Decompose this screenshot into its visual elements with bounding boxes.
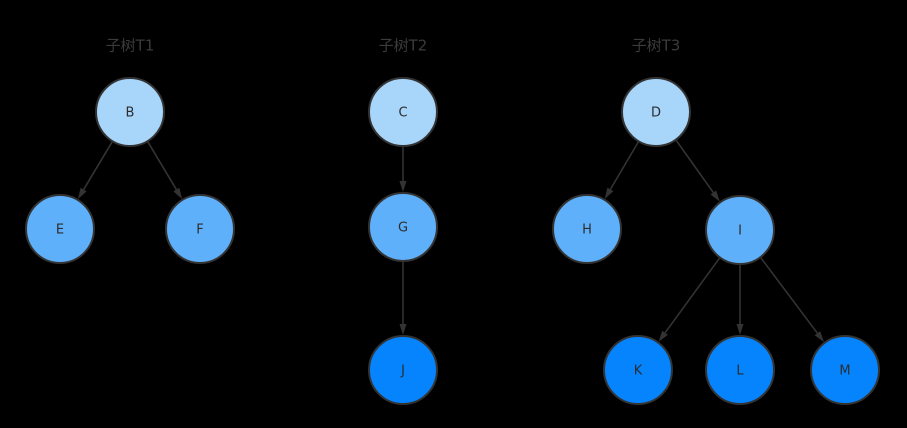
arrow-head-icon xyxy=(710,190,720,202)
arrow-head-icon xyxy=(399,181,407,192)
node-circle-M[interactable] xyxy=(810,335,880,405)
edge-T1-B-to-F xyxy=(147,141,183,199)
subtree-title-T2: 子树T2 xyxy=(379,37,428,55)
tree-node-M[interactable]: M xyxy=(810,335,880,405)
node-label-L: L xyxy=(736,364,744,379)
edge-T3-D-to-I xyxy=(675,140,720,202)
tree-node-D[interactable]: D xyxy=(621,77,691,147)
tree-node-G[interactable]: G xyxy=(368,192,438,262)
arrow-head-icon xyxy=(814,331,824,342)
node-circle-K[interactable] xyxy=(603,335,673,405)
node-circle-L[interactable] xyxy=(705,335,775,405)
node-circle-E[interactable] xyxy=(25,194,95,264)
node-label-E: E xyxy=(56,223,64,238)
arrow-head-icon xyxy=(604,187,614,199)
edge-line xyxy=(664,257,721,334)
node-circle-C[interactable] xyxy=(368,77,438,147)
edge-T3-D-to-H xyxy=(604,141,639,199)
node-label-J: J xyxy=(400,364,405,379)
arrow-head-icon xyxy=(77,187,87,199)
node-label-M: M xyxy=(839,364,850,379)
node-circle-G[interactable] xyxy=(368,192,438,262)
edge-layer-T3 xyxy=(604,140,824,342)
node-circle-B[interactable] xyxy=(95,77,165,147)
edge-T3-I-to-K xyxy=(658,257,721,342)
node-label-K: K xyxy=(634,364,643,379)
node-label-B: B xyxy=(126,106,135,121)
node-circle-F[interactable] xyxy=(165,194,235,264)
node-label-I: I xyxy=(738,224,742,239)
edge-T2-G-to-J xyxy=(399,262,407,335)
tree-node-E[interactable]: E xyxy=(25,194,95,264)
arrow-head-icon xyxy=(736,324,744,335)
edge-T1-B-to-E xyxy=(77,141,113,199)
node-label-G: G xyxy=(398,221,408,236)
edge-T3-I-to-L xyxy=(736,265,744,335)
edge-T2-C-to-G xyxy=(399,147,407,192)
edge-line xyxy=(760,257,819,334)
edge-line xyxy=(82,141,113,190)
subtree-title-T1: 子树T1 xyxy=(106,37,155,55)
tree-node-F[interactable]: F xyxy=(165,194,235,264)
tree-node-J[interactable]: J xyxy=(368,335,438,405)
edge-line xyxy=(147,141,178,190)
tree-node-K[interactable]: K xyxy=(603,335,673,405)
arrow-head-icon xyxy=(173,187,183,199)
tree-node-I[interactable]: I xyxy=(705,195,775,265)
edge-line xyxy=(609,141,639,190)
node-label-F: F xyxy=(196,223,203,238)
tree-node-B[interactable]: B xyxy=(95,77,165,147)
tree-node-H[interactable]: H xyxy=(552,194,622,264)
edge-layer-T2 xyxy=(399,147,407,335)
node-circle-J[interactable] xyxy=(368,335,438,405)
arrow-head-icon xyxy=(399,324,407,335)
edge-layer-T1 xyxy=(77,141,183,199)
node-label-D: D xyxy=(651,106,661,121)
subtree-title-T3: 子树T3 xyxy=(632,37,681,55)
node-label-C: C xyxy=(398,106,407,121)
node-circle-I[interactable] xyxy=(705,195,775,265)
tree-node-C[interactable]: C xyxy=(368,77,438,147)
edge-T3-I-to-M xyxy=(760,257,824,342)
node-label-H: H xyxy=(582,223,592,238)
edge-line xyxy=(675,140,714,193)
node-circle-D[interactable] xyxy=(621,77,691,147)
arrow-head-icon xyxy=(658,330,668,342)
tree-node-L[interactable]: L xyxy=(705,335,775,405)
node-circle-H[interactable] xyxy=(552,194,622,264)
